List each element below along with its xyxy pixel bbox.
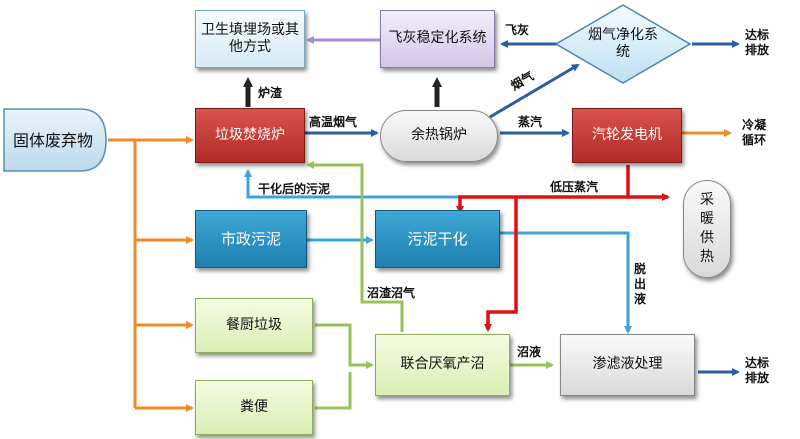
node-flue-gas-purification: 烟气净化系统 (588, 26, 658, 61)
node-incinerator: 垃圾焚烧炉 (195, 108, 305, 163)
node-waste-heat-boiler: 余热锅炉 (380, 110, 498, 162)
node-steam-turbine: 汽轮发电机 (572, 108, 682, 163)
flue-gas-purification-shape (554, 4, 692, 84)
node-leachate-treatment: 渗滤液处理 (560, 334, 695, 396)
arrow-removed-liquid (500, 231, 632, 334)
node-kitchen-waste: 餐厨垃圾 (195, 298, 313, 353)
label-high-temp-flue-gas: 高温烟气 (309, 115, 358, 129)
node-sludge-drying: 污泥干化 (375, 210, 500, 268)
node-landfill: 卫生填埋场或其他方式 (195, 10, 305, 68)
node-municipal-sludge: 市政污泥 (195, 210, 307, 268)
label-discharge-bottom: 达标排放 (745, 356, 770, 385)
arrow-residue-biogas (306, 161, 404, 332)
label-dried-sludge: 干化后的污泥 (258, 182, 331, 196)
label-steam: 蒸汽 (518, 115, 543, 129)
label-low-pressure-steam: 低压蒸汽 (550, 180, 599, 194)
label-discharge-top: 达标排放 (745, 28, 770, 57)
solid-waste-shape (3, 108, 107, 172)
node-anaerobic-digestion: 联合厌氧产沼 (375, 334, 510, 396)
label-residue-biogas: 沼渣沼气 (367, 286, 416, 300)
node-manure: 粪便 (195, 380, 313, 435)
arrow-to-heating (626, 165, 670, 201)
node-flyash-stabilization: 飞灰稳定化系统 (380, 10, 495, 68)
label-cooling-cycle: 冷凝循环 (742, 118, 767, 147)
node-solid-waste: 固体废弃物 (12, 131, 93, 150)
node-heating-supply: 采暖供热 (683, 180, 731, 278)
label-fly-ash: 飞灰 (505, 23, 530, 37)
label-slag: 炉渣 (258, 86, 283, 100)
arrow-flue-gas (489, 63, 580, 119)
label-biogas-slurry: 沼液 (517, 345, 542, 359)
arrow-steam-to-digestion (484, 197, 518, 332)
label-removed-liquid: 脱出液 (633, 262, 646, 306)
